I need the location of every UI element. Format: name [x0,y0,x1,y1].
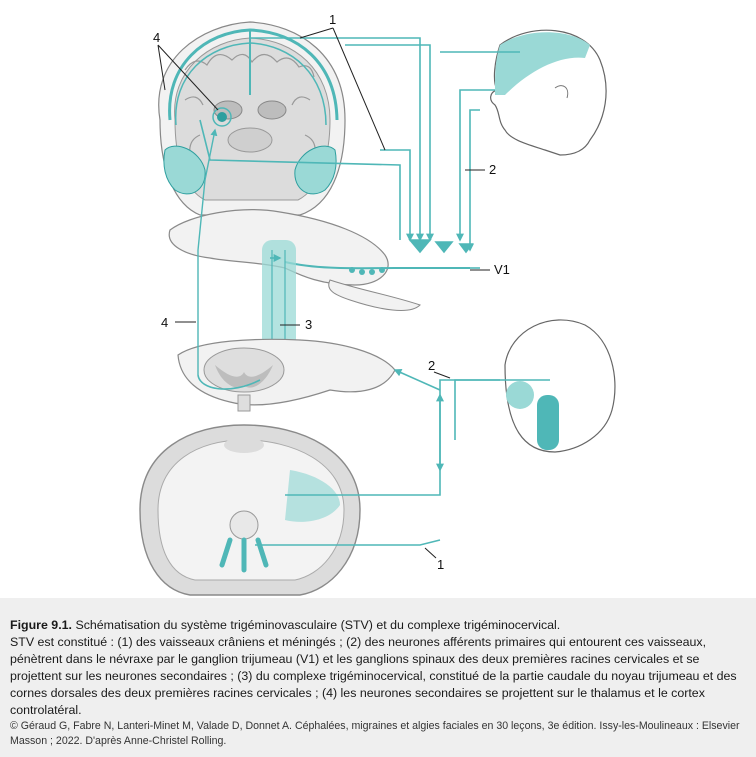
label-v1: V1 [494,262,510,277]
face-profile [491,30,606,155]
caption-figure-number: Figure 9.1. [10,618,72,632]
label-2-right: 2 [489,162,496,177]
head-back-view [505,320,615,452]
label-1-bottom: 1 [437,557,444,572]
skull-transverse-section [140,425,360,595]
caption-copyright: © Géraud G, Fabre N, Lanteri-Minet M, Va… [10,719,746,749]
figure-caption: Figure 9.1. Schématisation du système tr… [0,598,756,757]
label-4-top: 4 [153,30,160,45]
caption-title: Figure 9.1. Schématisation du système tr… [10,617,746,634]
label-4-left: 4 [161,315,168,330]
label-2-neck: 2 [428,358,435,373]
label-1-top: 1 [329,12,336,27]
caption-body: STV est constitué : (1) des vaisseaux cr… [10,634,746,719]
brainstem-section [169,210,470,311]
spinal-cord-section [178,339,395,411]
label-3: 3 [305,317,312,332]
caption-title-text: Schématisation du système trigéminovascu… [75,618,560,632]
trigeminovascular-diagram [0,0,756,600]
brain-coronal-section [159,22,345,215]
